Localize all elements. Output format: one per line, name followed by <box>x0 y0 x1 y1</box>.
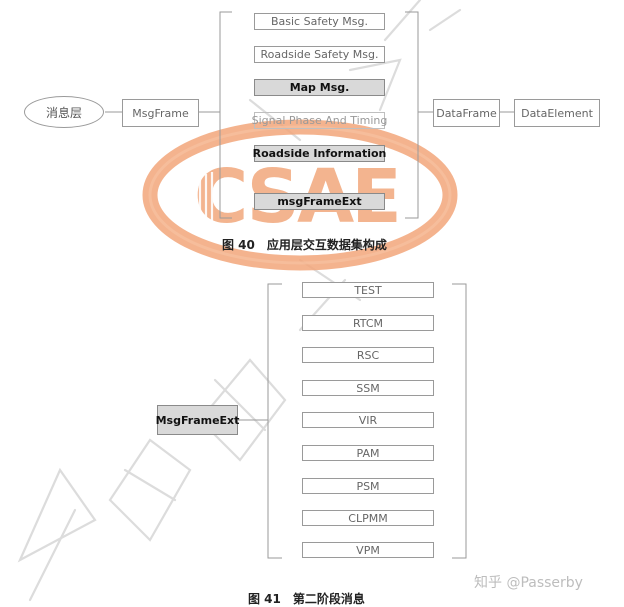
stage2-item-label: RSC <box>356 348 380 362</box>
stage2-item-label: PSM <box>356 479 380 493</box>
message-label: Roadside Safety Msg. <box>260 48 379 61</box>
message-node-rsi: Roadside Information <box>252 145 387 162</box>
stage2-item-ssm: SSM <box>302 380 434 396</box>
stage2-item-test: TEST <box>302 282 434 298</box>
stage2-item-rtcm: RTCM <box>302 315 434 331</box>
stage2-item-label: VIR <box>358 413 378 427</box>
dataelement-label: DataElement <box>521 106 593 120</box>
stage2-item-rsc: RSC <box>302 347 434 363</box>
dataelement-node: DataElement <box>514 99 600 127</box>
figure40-caption: 图 40 应用层交互数据集构成 <box>222 238 387 252</box>
stage2-item-vpm: VPM <box>302 542 434 558</box>
message-label: msgFrameExt <box>277 195 362 208</box>
message-label: Signal Phase And Timing <box>251 114 388 127</box>
message-layer-label: 消息层 <box>45 105 82 120</box>
stage2-item-label: VPM <box>356 543 380 557</box>
stage2-item-vir: VIR <box>302 412 434 428</box>
msgframeext-root-node: MsgFrameExt <box>155 405 240 435</box>
stage2-item-label: CLPMM <box>348 511 388 525</box>
stage2-item-clpmm: CLPMM <box>302 510 434 526</box>
dataframe-label: DataFrame <box>436 106 497 120</box>
figure41-caption: 图 41 第二阶段消息 <box>248 592 365 606</box>
stage2-item-label: PAM <box>356 446 380 460</box>
stage2-item-label: TEST <box>354 283 382 297</box>
message-layer-node: 消息层 <box>24 96 104 128</box>
message-node-spat: Signal Phase And Timing <box>251 112 388 129</box>
diagram40-connectors <box>105 11 514 219</box>
message-node-bsm: Basic Safety Msg. <box>254 13 385 30</box>
stage2-item-psm: PSM <box>302 478 434 494</box>
dataframe-node: DataFrame <box>433 99 500 127</box>
message-label: Basic Safety Msg. <box>270 15 368 28</box>
msgframeext-root-label: MsgFrameExt <box>155 413 240 427</box>
diagram41-connectors <box>238 283 467 559</box>
stage2-item-label: RTCM <box>352 316 384 330</box>
msgframe-label: MsgFrame <box>132 106 189 120</box>
message-node-msgframeext: msgFrameExt <box>254 193 385 210</box>
credit-watermark: 知乎 @Passerby <box>474 575 583 591</box>
stage2-item-pam: PAM <box>302 445 434 461</box>
stage2-item-label: SSM <box>356 381 380 395</box>
message-node-map: Map Msg. <box>254 79 385 96</box>
message-node-rsm: Roadside Safety Msg. <box>254 46 385 63</box>
message-label: Map Msg. <box>289 81 350 94</box>
message-label: Roadside Information <box>252 147 387 160</box>
msgframe-node: MsgFrame <box>122 99 199 127</box>
